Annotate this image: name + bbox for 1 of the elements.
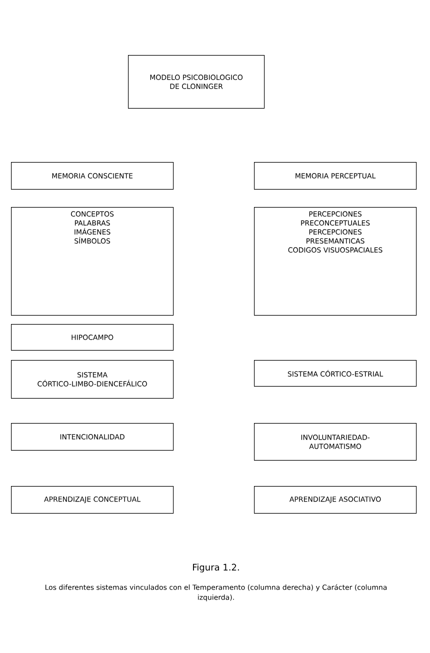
figure-number: Figura 1.2. [193,564,239,572]
